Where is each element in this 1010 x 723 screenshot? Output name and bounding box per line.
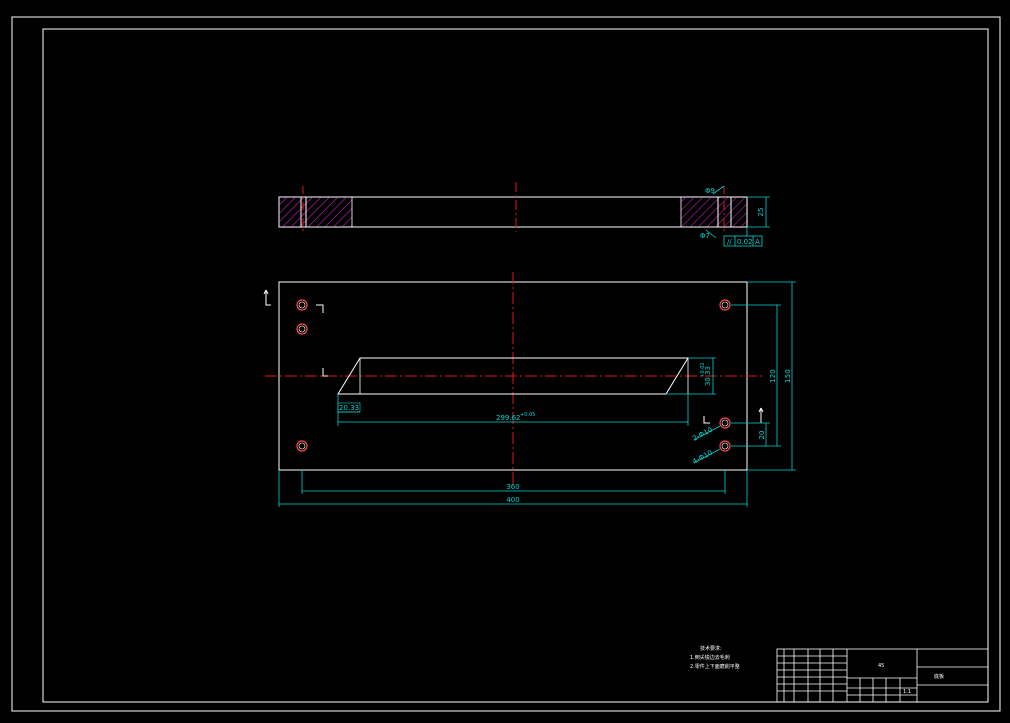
dim-height-inner-label: 120 — [769, 369, 777, 382]
dim-hole-offset-label: 20 — [758, 431, 766, 440]
hole-circle — [298, 301, 306, 309]
leader — [693, 448, 721, 464]
leader — [705, 229, 717, 239]
technical-notes: 技术要求: 1.倒尖锐边去毛刺 2.零件上下面磨削平整 — [690, 645, 740, 670]
dim-slot-width-tol: +0.02 — [700, 362, 706, 377]
hole-circle — [298, 442, 306, 450]
notes-title: 技术要求: — [700, 645, 722, 652]
hole-circle — [719, 417, 731, 429]
title-block-scale: 1:1 — [903, 689, 911, 695]
dim-height-outer-label: 150 — [784, 369, 792, 382]
dim-hole-spacing-label: 360 — [506, 483, 519, 491]
tolerance-datum: A — [755, 238, 760, 246]
hole-circle — [721, 419, 729, 427]
title-block-part-name: 底板 — [934, 673, 944, 680]
dim-slot-width-label: 30.33 — [704, 366, 712, 386]
notes-line-1: 1.倒尖锐边去毛刺 — [690, 654, 730, 661]
hole-circle — [719, 440, 731, 452]
inner-drawing-frame — [42, 28, 989, 703]
hole-circle — [719, 299, 731, 311]
tolerance-symbol: // — [727, 238, 732, 246]
dim-slot-length-tol: +0.05 — [520, 412, 535, 418]
hole-circle — [296, 299, 308, 311]
dim-overall-length-label: 400 — [506, 496, 519, 504]
plan-view[interactable]: 360 400 299.62 +0.05 20.33 30.33 +0.02 1… — [263, 272, 796, 507]
hole-circle — [296, 323, 308, 335]
hole-note-2: 4-Φ10 — [691, 449, 714, 466]
section-view[interactable]: 25 Φ9 Φ7 // 0.02 A — [278, 182, 770, 247]
title-block[interactable] — [776, 648, 989, 703]
leader — [712, 185, 725, 195]
hole-circle — [721, 301, 729, 309]
dim-slot-length-label: 299.62 — [496, 414, 521, 422]
dim-height-label: 25 — [757, 208, 765, 217]
tolerance-frame: // 0.02 A — [723, 227, 763, 247]
leader — [693, 425, 721, 441]
mounting-holes — [296, 299, 731, 452]
section-markers — [263, 289, 764, 424]
outer-sheet-border — [11, 16, 1001, 712]
notes-line-2: 2.零件上下面磨削平整 — [690, 663, 740, 670]
dim-through-label: Φ7 — [700, 232, 710, 240]
dim-box — [337, 402, 361, 413]
dim-counterbore-label: Φ9 — [705, 187, 715, 195]
hatch-right — [680, 196, 748, 228]
hole-circle — [721, 442, 729, 450]
hole-circle — [296, 440, 308, 452]
hole-circle — [298, 325, 306, 333]
hole-note-1: 2-Φ10 — [691, 426, 714, 443]
tolerance-value: 0.02 — [737, 238, 753, 246]
title-block-material: 45 — [878, 663, 884, 669]
hatch-left — [278, 196, 353, 228]
dim-slot-offset-label: 20.33 — [339, 404, 359, 412]
